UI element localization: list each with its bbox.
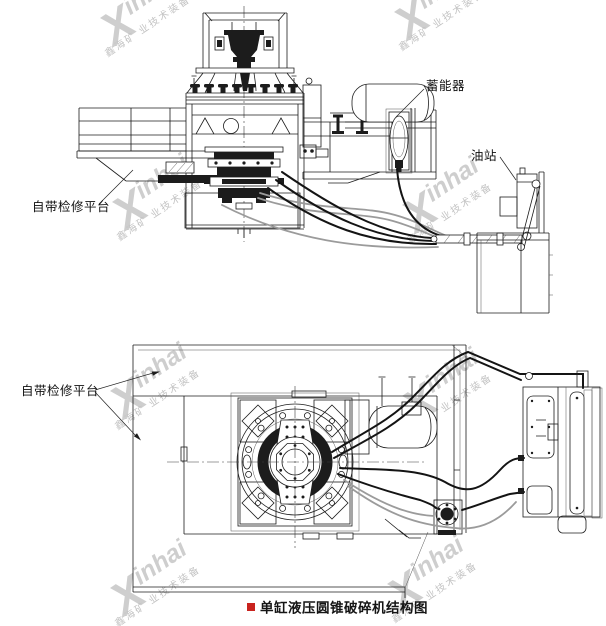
- watermark: X inhai 鑫海矿 业技术装备: [98, 337, 203, 433]
- feed-distributor: [214, 22, 274, 68]
- leader-platform-top: [98, 169, 134, 205]
- cabinet: [302, 77, 322, 148]
- caption-text: 单缸液压圆锥破碎机结构图: [260, 600, 428, 616]
- eccentric-assembly: [184, 146, 301, 229]
- adapter-cone: [186, 72, 304, 94]
- label-maintenance-platform-top: 自带检修平台: [32, 199, 110, 214]
- motor-plan: [344, 376, 438, 455]
- watermark: X inhai 鑫海矿 业技术装备: [100, 148, 205, 244]
- leader-platform-plan: [94, 371, 160, 441]
- accumulator: [385, 108, 416, 174]
- hydraulic-hoses-plan: [331, 350, 584, 530]
- watermark: X inhai 鑫海矿 业技术装备: [382, 0, 487, 54]
- motor: [351, 83, 435, 123]
- side-elevation-view: [76, 6, 553, 314]
- leader-accumulator: [395, 88, 425, 118]
- label-oil-station: 油站: [471, 149, 497, 163]
- watermark: X inhai 鑫海矿 业技术装备: [88, 0, 193, 60]
- plan-centerlines: [167, 386, 425, 548]
- top-flange-band: [185, 92, 305, 105]
- plan-inner-deck: [133, 390, 438, 540]
- label-accumulator: 蓄能器: [426, 79, 465, 93]
- caption-bullet: [247, 603, 255, 611]
- pump-unit: [433, 499, 463, 535]
- watermark: X inhai 鑫海矿 业技术装备: [98, 534, 203, 626]
- feed-hopper: [195, 12, 295, 74]
- hydraulic-manifold: [299, 144, 329, 159]
- oil-station-side: [476, 167, 553, 314]
- platform-left: [76, 107, 241, 183]
- caption: 单缸液压圆锥破碎机结构图: [247, 600, 428, 616]
- oil-station-plan: [518, 370, 603, 534]
- bolt-row: [190, 75, 298, 93]
- plan-platform-outline: [132, 344, 467, 598]
- label-maintenance-platform-plan: 自带检修平台: [21, 383, 99, 398]
- leader-oil-station: [499, 156, 517, 181]
- plan-view: [94, 344, 603, 598]
